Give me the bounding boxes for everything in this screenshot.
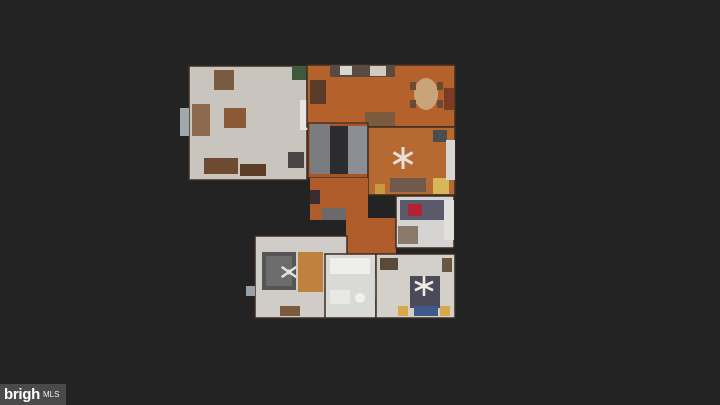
watermark-brand: brigh xyxy=(4,386,40,403)
brightmls-watermark: brigh MLS xyxy=(0,384,66,405)
sofa-living xyxy=(192,104,210,136)
armchair-living xyxy=(214,70,234,90)
bathtub xyxy=(330,258,370,274)
watermark-mls: MLS xyxy=(43,389,60,399)
ceiling-fan-left-icon xyxy=(280,265,298,279)
closet-left xyxy=(298,252,323,292)
cabinet-living xyxy=(240,164,266,176)
bed-small xyxy=(400,200,448,220)
ceiling-fan-main-icon xyxy=(414,276,434,296)
chair-living xyxy=(288,152,304,168)
bench-living xyxy=(204,158,238,174)
sofa-family xyxy=(390,178,426,192)
sink-vanity xyxy=(330,290,350,304)
ceiling-fan-icon xyxy=(392,147,414,169)
coffee-table-living xyxy=(224,108,246,128)
kitchen-island xyxy=(365,112,395,126)
corridor[interactable] xyxy=(346,218,396,254)
dining-table xyxy=(414,78,438,110)
plan-outline xyxy=(180,64,456,319)
